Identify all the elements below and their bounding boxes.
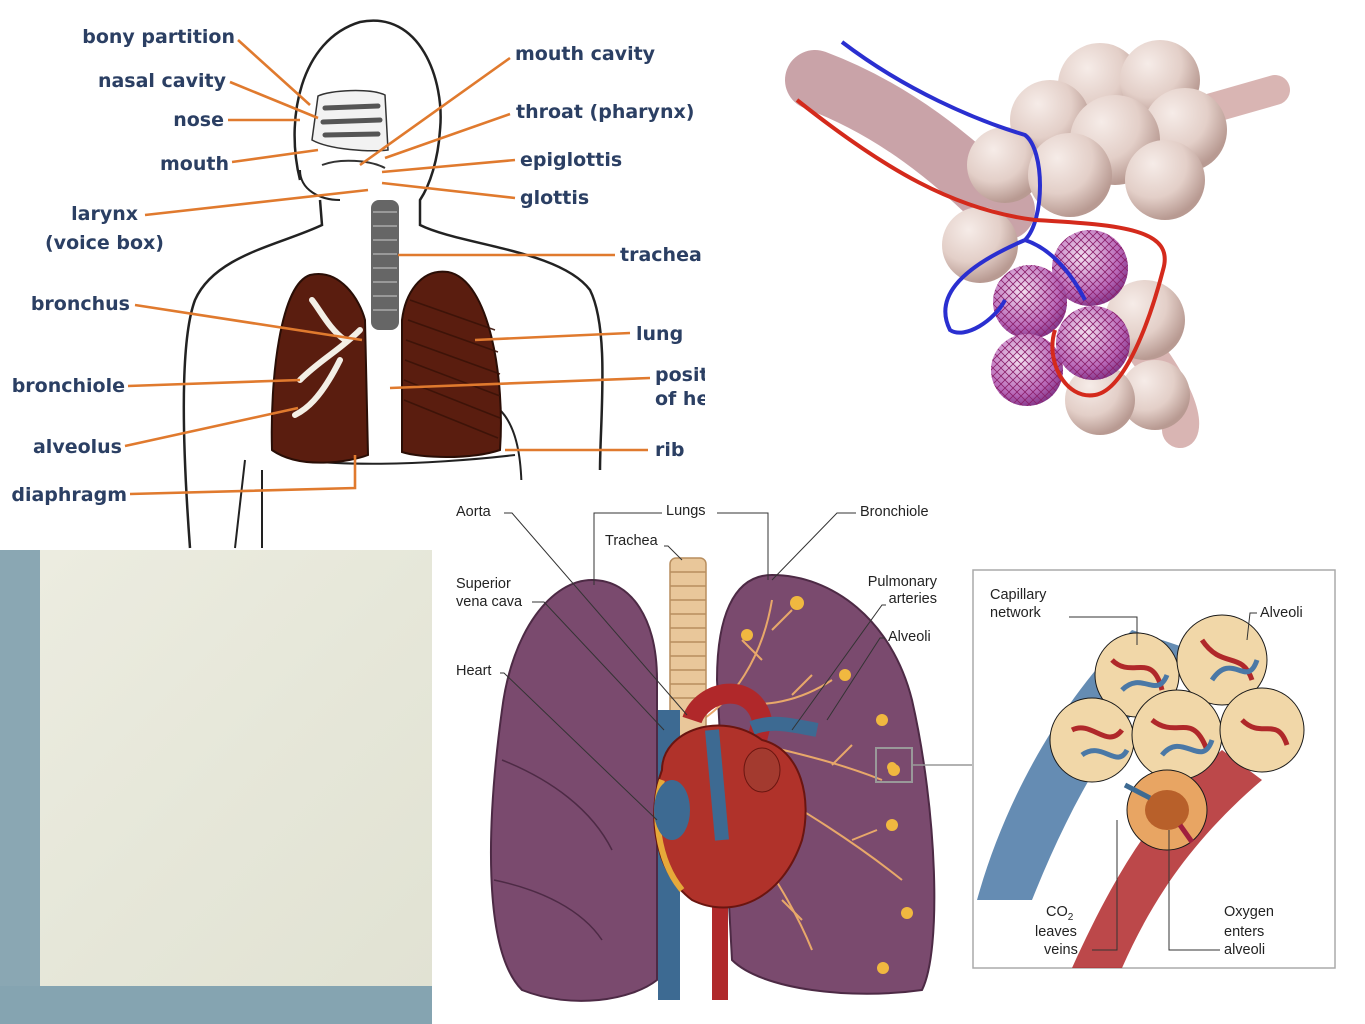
label-enters: enters <box>1224 924 1264 940</box>
body-outline-right <box>293 19 604 471</box>
label-larynx: larynx <box>71 203 138 225</box>
label-bronchus: bronchus <box>31 293 130 315</box>
capillary-inset: Capillary network Alveoli CO2 leaves vei… <box>972 569 1336 969</box>
label-throat-pharynx: throat (pharynx) <box>516 101 694 123</box>
label-superior: Superior <box>456 576 511 592</box>
label-position: position <box>655 364 705 386</box>
label-pulmonary: Pulmonary <box>868 574 938 590</box>
right-lung-shape <box>401 270 502 458</box>
label-bronchiole: bronchiole <box>12 375 125 397</box>
respiratory-figure: bony partition nasal cavity nose mouth l… <box>11 19 705 549</box>
label-leaves: leaves <box>1035 924 1077 940</box>
label-alveoli: Alveoli <box>888 629 931 645</box>
label-alveoli-inset: Alveoli <box>1260 605 1303 621</box>
canvas-border-bottom <box>0 986 432 1024</box>
label-veins: veins <box>1044 942 1078 958</box>
label-diaphragm: diaphragm <box>11 484 127 506</box>
label-co: CO2 <box>1046 904 1074 923</box>
trachea-shape <box>371 200 399 330</box>
label-mouth: mouth <box>160 153 229 175</box>
label-rib: rib <box>655 439 684 461</box>
body-outline-left <box>182 199 324 549</box>
respiratory-system-diagram: bony partition nasal cavity nose mouth l… <box>0 0 705 550</box>
label-alveoli-enters: alveoli <box>1224 942 1265 958</box>
label-epiglottis: epiglottis <box>520 149 622 171</box>
alveoli-dots <box>741 596 913 974</box>
label-voice-box: (voice box) <box>45 232 164 254</box>
alveoli-3d-figure <box>785 40 1290 448</box>
label-bronchiole: Bronchiole <box>860 504 929 520</box>
label-trachea: trachea <box>620 244 702 266</box>
label-network: network <box>990 605 1042 621</box>
label-nose: nose <box>173 109 224 131</box>
label-trachea: Trachea <box>605 533 659 549</box>
blank-canvas-background <box>0 550 432 1024</box>
lungs-heart-diagram: Aorta Lungs Bronchiole Trachea Superior … <box>432 480 1365 1024</box>
label-heart: Heart <box>456 663 491 679</box>
label-of-heart: of heart <box>655 388 705 410</box>
left-lung <box>489 578 658 1002</box>
label-lungs: Lungs <box>666 503 706 519</box>
lungs-heart-figure: Aorta Lungs Bronchiole Trachea Superior … <box>456 503 1336 1002</box>
label-oxygen: Oxygen <box>1224 904 1274 920</box>
aortic-arch <box>682 683 773 743</box>
pulmonary-artery <box>749 716 819 737</box>
label-nasal-cavity: nasal cavity <box>98 70 227 92</box>
artery-vessel <box>795 98 1167 398</box>
alveoli-3d-illustration <box>705 0 1365 480</box>
left-lung-shape <box>270 273 370 464</box>
label-mouth-cavity: mouth cavity <box>515 43 656 65</box>
bronchial-tree <box>701 599 903 951</box>
label-vena-cava: vena cava <box>456 594 523 610</box>
label-capillary: Capillary <box>990 587 1047 603</box>
descending-aorta <box>712 900 728 1000</box>
vein-vessel <box>840 40 1087 335</box>
label-bony-partition: bony partition <box>82 26 235 48</box>
label-lung: lung <box>636 323 683 345</box>
label-arteries: arteries <box>889 591 937 607</box>
alveoli-cluster <box>942 40 1227 435</box>
canvas-paper <box>40 550 432 986</box>
label-glottis: glottis <box>520 187 589 209</box>
capillary-alveoli <box>991 230 1130 406</box>
label-aorta: Aorta <box>456 504 492 520</box>
label-alveolus: alveolus <box>33 436 122 458</box>
